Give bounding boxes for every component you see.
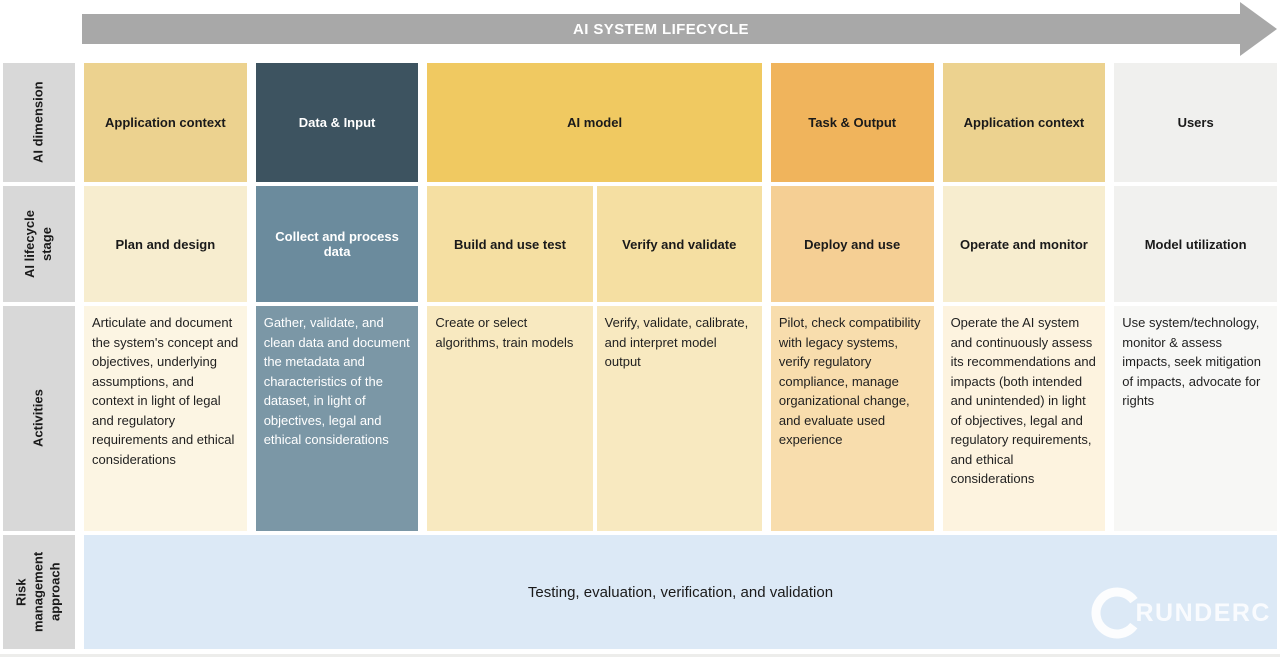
stage-cell-deploy-and-use: Deploy and use — [770, 186, 934, 302]
stage-cell-plan-and-design: Plan and design — [84, 186, 247, 302]
lifecycle-arrow-banner: AI SYSTEM LIFECYCLE — [82, 14, 1240, 44]
lifecycle-matrix: AI dimension AI lifecycle stage Activiti… — [3, 63, 1277, 649]
dimension-cell-application-context: Application context — [84, 63, 247, 182]
row-header-activities: Activities — [3, 306, 75, 531]
dimension-cell-data-and-input: Data & Input — [255, 63, 419, 182]
stage-cell-verify-and-validate: Verify and validate — [596, 186, 762, 302]
stage-cell-build-and-use-test: Build and use test — [427, 186, 593, 302]
bottom-edge-divider — [0, 654, 1280, 657]
stage-cell-operate-and-monitor: Operate and monitor — [942, 186, 1106, 302]
activity-cell-deploy-and-use: Pilot, check compatibility with legacy s… — [770, 306, 934, 531]
stage-cell-collect-and-process-data: Collect and process data — [255, 186, 419, 302]
risk-management-label: Testing, evaluation, verification, and v… — [527, 583, 834, 601]
dimension-cell-users: Users — [1114, 63, 1277, 182]
dimension-cell-task-and-output: Task & Output — [770, 63, 934, 182]
arrow-head-icon — [1240, 2, 1277, 56]
activity-cell-model-utilization: Use system/technology, monitor & assess … — [1114, 306, 1277, 531]
stage-cell-ai-model-group: Build and use test Verify and validate — [427, 186, 762, 302]
dimension-cell-application-context-2: Application context — [942, 63, 1106, 182]
risk-management-panel: Testing, evaluation, verification, and v… — [84, 535, 1277, 649]
row-header-ai-dimension: AI dimension — [3, 63, 75, 182]
dimension-cell-ai-model: AI model — [427, 63, 762, 182]
activity-cell-build-and-use-test: Create or select algorithms, train model… — [427, 306, 593, 531]
activity-cell-ai-model-group: Create or select algorithms, train model… — [427, 306, 762, 531]
activity-cell-plan-and-design: Articulate and document the system's con… — [84, 306, 247, 531]
brand-logo: RUNDERC — [1089, 585, 1271, 641]
row-header-risk-management-approach: Risk management approach — [3, 535, 75, 649]
stage-cell-model-utilization: Model utilization — [1114, 186, 1277, 302]
activity-cell-operate-and-monitor: Operate the AI system and continuously a… — [942, 306, 1106, 531]
c-ring-icon — [1091, 587, 1143, 639]
activity-cell-verify-and-validate: Verify, validate, calibrate, and interpr… — [596, 306, 762, 531]
brand-logo-text: RUNDERC — [1135, 598, 1271, 627]
lifecycle-arrow-title: AI SYSTEM LIFECYCLE — [573, 20, 749, 38]
activity-cell-collect-and-process-data: Gather, validate, and clean data and doc… — [255, 306, 419, 531]
row-header-ai-lifecycle-stage: AI lifecycle stage — [3, 186, 75, 302]
